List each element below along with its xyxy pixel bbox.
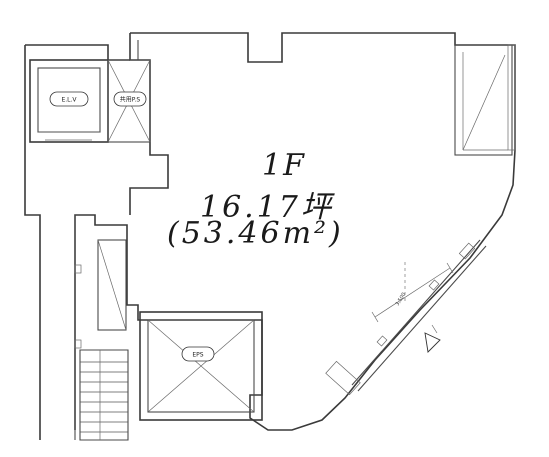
elevator-shaft: E.L.V bbox=[29, 59, 109, 143]
entrance-triangle-icon bbox=[424, 324, 441, 353]
area-square-meters: (53.46m²) bbox=[167, 216, 344, 251]
floor-label: 1F bbox=[262, 148, 306, 183]
facade-glazing bbox=[325, 239, 487, 396]
dimension-label: 3,500 bbox=[395, 292, 408, 307]
core-room: EPS bbox=[139, 311, 263, 421]
area-tsubo: 16.17坪 bbox=[200, 190, 334, 225]
shaft-label: 共用P.S bbox=[120, 96, 141, 104]
elevator-label: E.L.V bbox=[61, 97, 77, 104]
core-label: EPS bbox=[192, 352, 203, 359]
stairs bbox=[79, 349, 129, 441]
closet-top-right bbox=[454, 44, 516, 156]
chase-left bbox=[97, 239, 127, 331]
dimension-line: 3,500 bbox=[371, 262, 454, 323]
pipe-shaft: 共用P.S bbox=[107, 59, 151, 143]
